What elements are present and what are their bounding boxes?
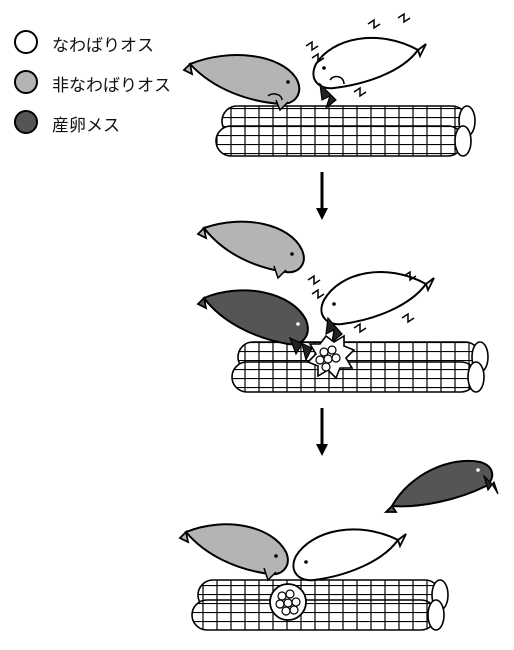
territorial-male-fish [292, 528, 407, 582]
legend-label: 非なわばりオス [52, 76, 171, 96]
territorial-male-fish [305, 12, 427, 110]
spawning-substrate [231, 341, 489, 393]
territorial-male-fish [307, 270, 435, 344]
territorial-male-swatch [14, 30, 38, 54]
spawning-substrate [215, 105, 476, 157]
spawning-substrate [191, 579, 449, 631]
non-territorial-male-fish [196, 220, 305, 280]
spawning-female-fish [196, 289, 313, 362]
panel-1 [182, 12, 476, 157]
egg-cluster [269, 583, 307, 621]
legend-label: なわばりオス [52, 36, 154, 56]
non-territorial-male-swatch [14, 70, 38, 94]
non-territorial-male-fish [178, 523, 289, 582]
departing-female-fish [383, 459, 499, 513]
non-territorial-male-fish [182, 54, 301, 112]
panel-2 [196, 220, 489, 393]
legend-label: 産卵メス [52, 116, 120, 136]
spawning-female-swatch [14, 110, 38, 134]
egg-cluster [306, 334, 356, 380]
panel-3 [178, 459, 499, 631]
